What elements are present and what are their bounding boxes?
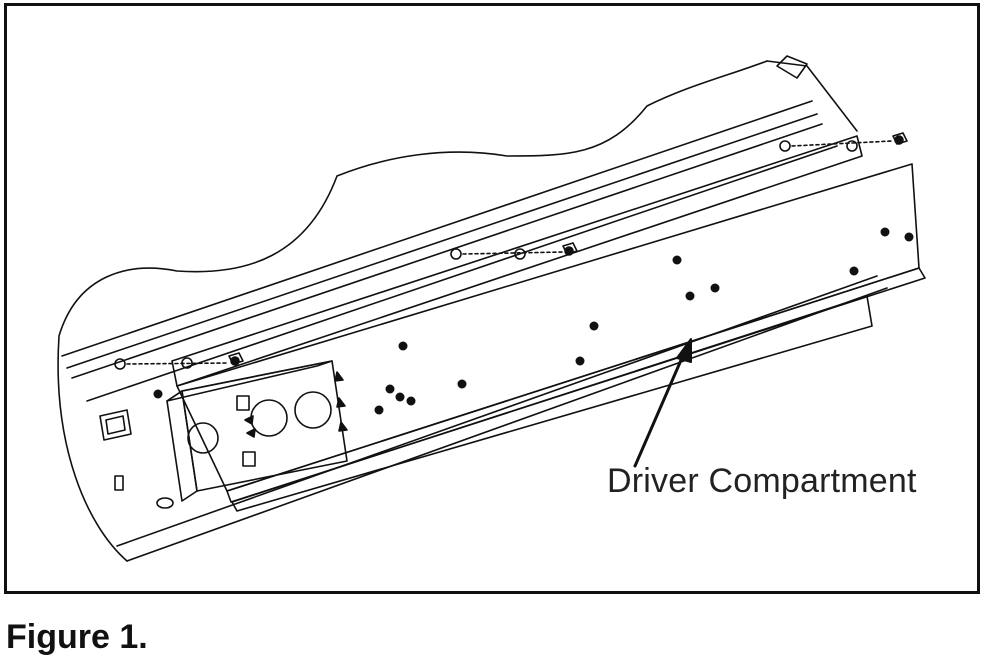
arrow-marker-2 — [246, 428, 256, 438]
flange-hole-5 — [779, 140, 791, 152]
align-line-3 — [791, 140, 893, 147]
screws — [228, 132, 908, 366]
callout-arrowhead — [676, 338, 692, 363]
knockout-2 — [250, 399, 288, 437]
align-line-1 — [126, 362, 228, 365]
housing-outline — [57, 60, 768, 562]
junction-box-side — [166, 390, 198, 502]
knockout-3 — [294, 391, 332, 429]
rail-line-2 — [66, 113, 818, 369]
figure-frame — [4, 3, 980, 594]
rail-line-4 — [86, 145, 838, 402]
arrow-marker-5 — [338, 421, 348, 432]
housing-bottom-lip — [126, 287, 888, 562]
arrow-marker-4 — [336, 397, 346, 408]
flange-hole-6 — [846, 140, 858, 152]
screw-holes — [153, 227, 914, 415]
arrow-marker-3 — [334, 371, 344, 382]
housing-clip — [114, 475, 124, 491]
rail-line-3 — [71, 123, 823, 379]
figure-caption: Figure 1. — [6, 618, 148, 656]
compartment-plate-top — [171, 135, 863, 387]
driver-compartment-label: Driver Compartment — [607, 462, 917, 500]
bottom-screw — [156, 497, 174, 509]
flange-hole-1 — [114, 358, 126, 370]
compartment-plate-face — [176, 163, 920, 492]
housing-slot-inner — [105, 415, 126, 435]
align-line-2 — [462, 251, 564, 255]
housing-bottom-lip-2 — [116, 275, 878, 547]
housing-top-edge — [766, 60, 858, 132]
connector-tab-2 — [242, 451, 256, 467]
callout-leader-line — [633, 349, 687, 468]
flange-hole-4 — [514, 248, 526, 260]
connector-tab-1 — [236, 395, 250, 411]
flange-hole-3 — [450, 248, 462, 260]
housing-slot — [99, 409, 132, 441]
rail-line-1 — [61, 100, 813, 357]
knockout-1 — [187, 422, 219, 454]
compartment-lower-lip — [231, 295, 873, 512]
fixture-illustration — [57, 55, 926, 562]
housing-end-cap — [776, 55, 808, 79]
arrow-marker-1 — [244, 415, 254, 425]
junction-box-top — [166, 360, 333, 402]
